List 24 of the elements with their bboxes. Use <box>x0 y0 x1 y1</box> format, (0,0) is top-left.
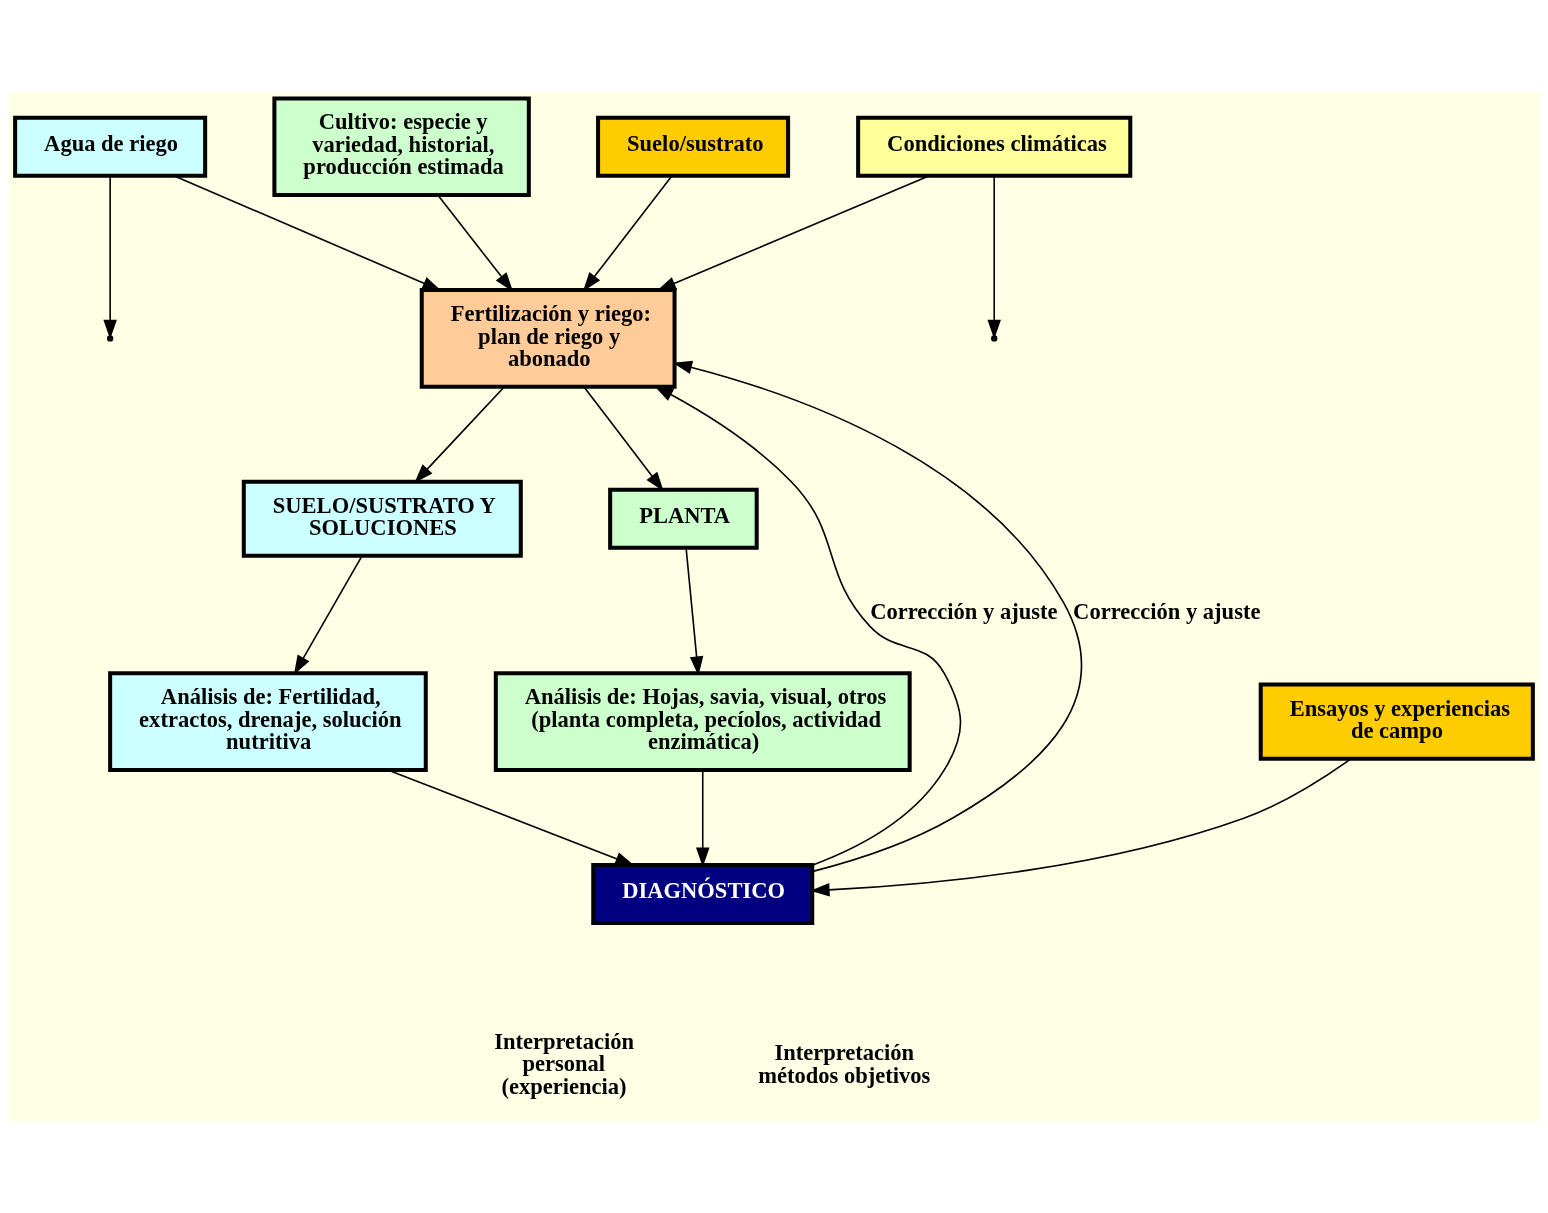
arrow <box>103 174 117 340</box>
label: Interpretación personal (experiencia) <box>494 1028 634 1099</box>
node-box: Fertilización y riego: plan de riego y abonado <box>419 288 677 389</box>
node-box: PLANTA <box>608 487 759 550</box>
arrow <box>685 547 704 676</box>
edge-label: Corrección y ajuste <box>870 598 1058 624</box>
arrow <box>810 757 1353 897</box>
node-box: SUELO/SUSTRATO Y SOLUCIONES <box>241 479 523 558</box>
arrow <box>293 555 363 675</box>
arrow <box>672 360 1083 873</box>
edge-label: Corrección y ajuste <box>1073 598 1261 624</box>
arrow <box>654 385 962 866</box>
node-box: Análisis de: Fertilidad, extractos, drenaje, solución nutritiva <box>108 671 428 772</box>
node-box: DIAGNÓSTICO <box>591 862 815 925</box>
node-box: Suelo/sustrato <box>596 115 791 178</box>
arrow <box>414 386 505 483</box>
node-box: Análisis de: Hojas, savia, visual, otros (planta completa, pecíolos, actividad enzimática) <box>493 671 912 772</box>
arrow <box>987 174 1001 340</box>
node-box: Ensayos y experiencias de campo <box>1258 682 1535 761</box>
label: Interpretación métodos objetivos <box>758 1040 931 1088</box>
node-box: Condiciones climáticas <box>856 115 1133 178</box>
node-box: Cultivo: especie y variedad, historial, producción estimada <box>272 96 531 198</box>
arrow <box>173 174 442 291</box>
node-box: Agua de riego <box>13 115 208 178</box>
